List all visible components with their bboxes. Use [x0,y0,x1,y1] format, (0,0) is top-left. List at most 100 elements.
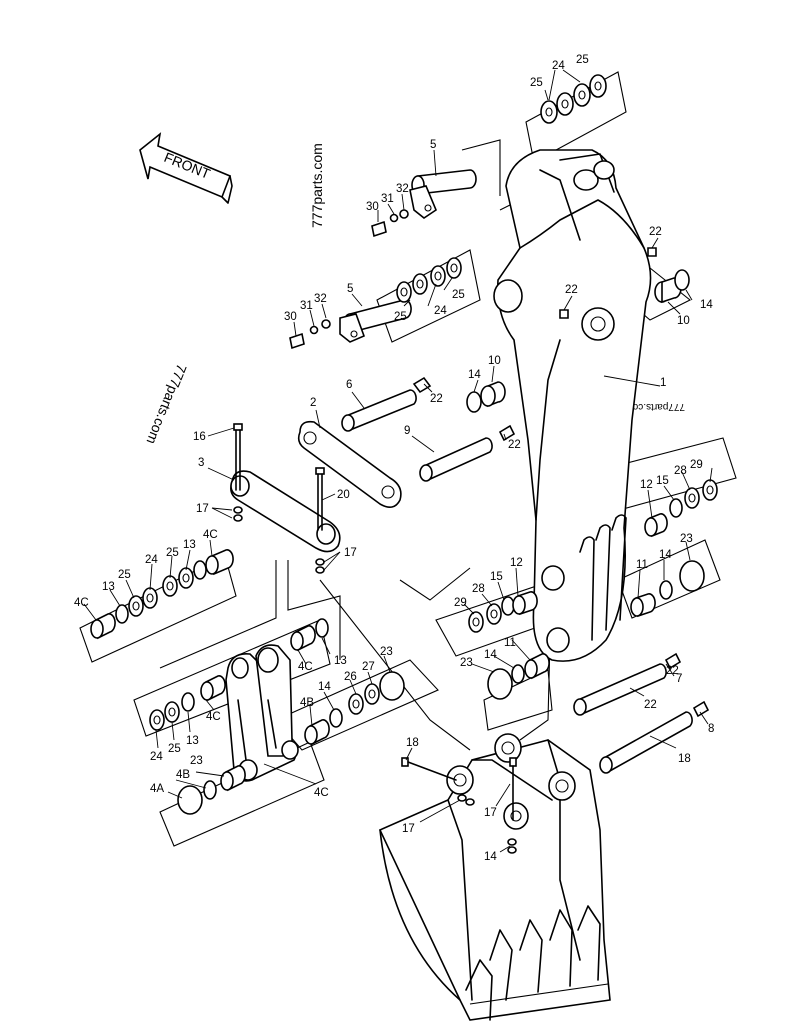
callout: 17 [344,547,357,559]
callout: 10 [677,315,690,327]
pin-5-lower [289,299,412,350]
callout: 12 [640,479,653,491]
callout: 15 [656,475,669,487]
callout: 13 [186,735,199,747]
watermark-arm: 777parts.com [624,401,685,412]
callout: 24 [434,305,447,317]
callout: 17 [196,503,209,515]
callout: 13 [183,539,196,551]
callout: 22 [644,699,657,711]
callout: 32 [396,183,409,195]
bolts-18 [401,757,517,854]
callout: 17 [402,823,415,835]
grease-nipples-22 [559,247,657,319]
link-4a [225,644,299,782]
arm-assembly [493,149,652,662]
callout: 4C [74,597,89,609]
callout: 4B [176,769,190,781]
callout: 14 [484,851,497,863]
callout: 23 [190,755,203,767]
callout: 23 [680,533,693,545]
callout: 1 [660,377,666,389]
callout: 25 [394,311,407,323]
callout: 5 [430,139,436,151]
callout: 15 [490,571,503,583]
callout: 25 [166,547,179,559]
bushing-row-12-lower [468,591,538,633]
callout: 4C [206,711,221,723]
group-outlines [79,71,737,847]
bushing-row-11-lower [487,653,550,700]
callout: 14 [468,369,481,381]
callout: 13 [102,581,115,593]
callout: 28 [674,465,687,477]
link-3 [230,470,341,553]
callout: 24 [552,60,565,72]
link-2 [297,420,402,508]
callout: 8 [708,723,714,735]
bushing-row-left [90,549,234,640]
callout: 4C [203,529,218,541]
callout: 27 [362,661,375,673]
callout: 22 [666,665,679,677]
callout: 18 [678,753,691,765]
callout: 24 [150,751,163,763]
callout: 25 [576,54,589,66]
callout: 14 [484,649,497,661]
callout: 4C [314,787,329,799]
front-arrow-icon: FRONT [139,132,233,204]
callout: 26 [344,671,357,683]
callout: 4A [150,783,164,795]
callout: 25 [530,77,543,89]
callout: 7 [676,673,682,685]
callout: 14 [700,299,713,311]
callout: 14 [318,681,331,693]
callout: 2 [310,397,316,409]
callout: 31 [300,300,313,312]
bolt-16 [233,423,243,491]
callout: 29 [454,597,467,609]
callout: 18 [406,737,419,749]
callout: 11 [636,559,648,571]
pin-5-upper [371,169,477,238]
callout: 6 [346,379,352,391]
callout: 20 [337,489,350,501]
bushing-row-11-upper [630,560,705,618]
watermark-top: 777parts.com [309,143,325,228]
callout: 14 [659,549,672,561]
pin-7 [573,652,682,716]
callout: 5 [347,283,353,295]
pin-6 [341,376,432,432]
callout: 22 [565,284,578,296]
watermark-left: 777parts.com [143,362,190,447]
callout: 25 [118,569,131,581]
callout: 32 [314,293,327,305]
callout: 16 [193,431,206,443]
callout: 13 [334,655,347,667]
callout: 22 [649,226,662,238]
callout: 12 [510,557,523,569]
pin-8 [599,700,710,774]
callout: 25 [452,289,465,301]
bushing-10-upper [654,269,690,304]
bushing-row-12-upper [644,479,718,538]
callout-labels: 25 24 25 5 32 31 30 22 22 14 10 25 24 25… [74,54,714,863]
callout: 4C [298,661,313,673]
callout: 31 [381,193,394,205]
shim-stack-mid [396,257,462,303]
callout: 3 [198,457,204,469]
callout: 22 [430,393,443,405]
callout: 10 [488,355,501,367]
callout: 30 [366,201,379,213]
shim-stack-top [540,74,607,124]
callout: 23 [460,657,473,669]
callout: 4B [300,697,314,709]
bolt-20 [315,467,325,531]
bushing-10-lower [466,381,506,413]
bushings-4c-4b [149,618,405,815]
nuts-17 [233,506,325,574]
leader-lines [83,69,713,853]
callout: 11 [504,637,516,649]
